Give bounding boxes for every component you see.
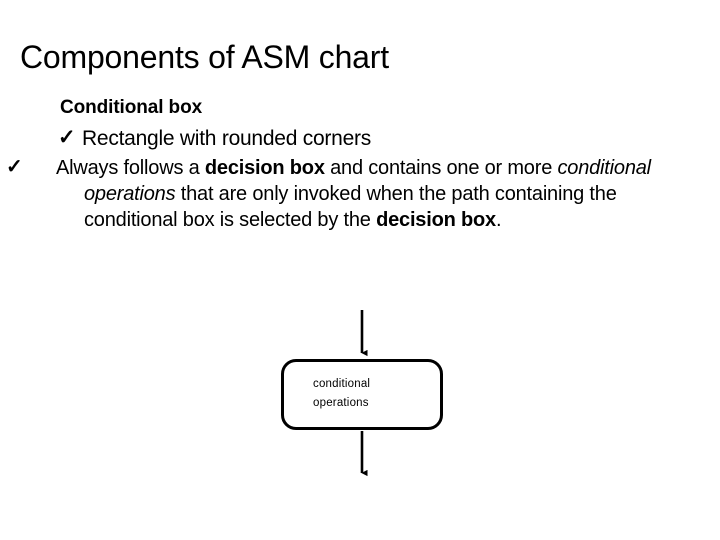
conditional-box-shape: conditional operations (281, 359, 443, 430)
body-text-block: Conditional box ✓ Rectangle with rounded … (6, 96, 658, 233)
list-item-label: Rectangle with rounded corners (82, 127, 372, 150)
conditional-box-line-2: operations (313, 397, 369, 409)
conditional-box-line-1: conditional (313, 378, 371, 390)
list-item-segment-4-italic: conditional operations (84, 157, 651, 205)
conditional-box-text: conditional operations (313, 375, 370, 413)
list-item-segment-6-bold: decision box (376, 209, 496, 231)
check-mark-icon: ✓ (58, 126, 76, 149)
list-item-segment-2-bold: decision box (204, 157, 325, 179)
list-item-segment-5: that are only invoked when the path cont… (84, 183, 617, 231)
page-title: Components of ASM chart (20, 39, 389, 75)
list-item: ✓ Rectangle with rounded corners (58, 124, 658, 153)
list-item: ✓ Always follows a decision box and conta… (6, 155, 680, 233)
check-mark-icon: ✓ (6, 156, 23, 178)
list-item-segment-7: . (495, 209, 502, 231)
list-item-segment-1: Always follows a (56, 157, 205, 179)
list-item-segment-3: and contains one or more (324, 157, 558, 179)
subheading-conditional-box: Conditional box (60, 97, 203, 118)
